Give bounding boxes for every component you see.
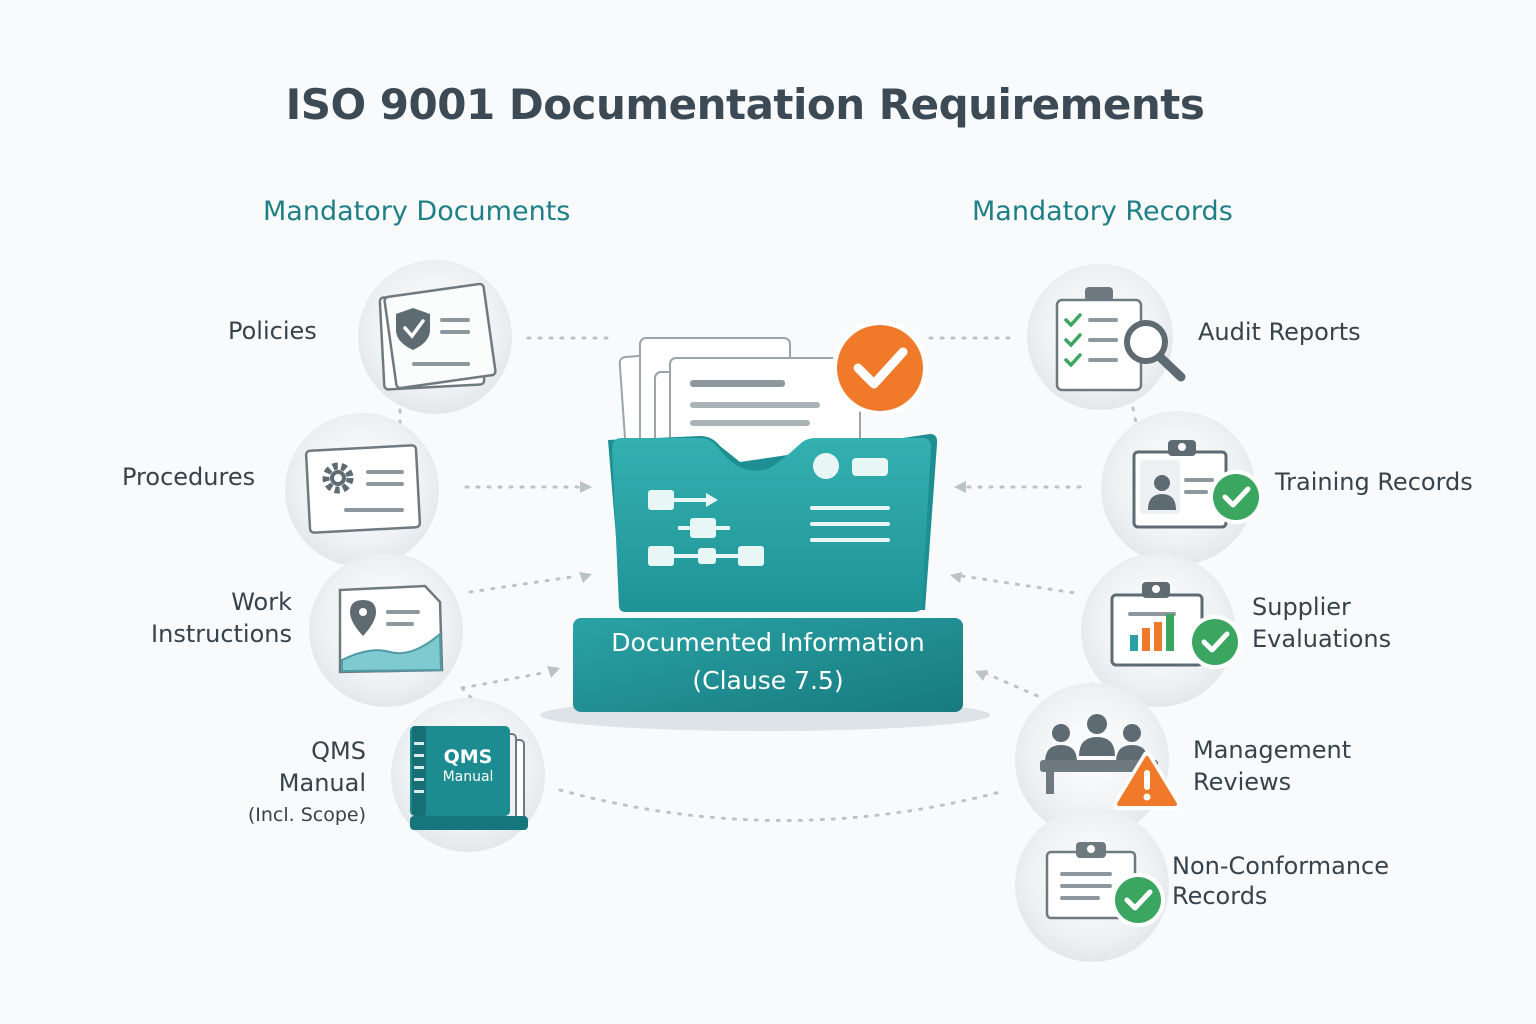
label-line: QMS [311,737,366,765]
label-audit-reports: Audit Reports [1198,316,1361,348]
meeting-warning-icon [1015,683,1182,837]
label-non-conformance-records: Non-Conformance Records [1172,851,1389,911]
label-line: Procedures [122,463,256,491]
label-line: Records [1172,882,1268,910]
checklist-magnifier-icon [1027,264,1186,410]
label-line: Non-Conformance [1172,852,1389,880]
label-line: Instructions [151,620,292,649]
connector-arrowheads [547,481,988,681]
label-line: Manual [278,769,366,797]
label-policies: Policies [228,315,317,347]
label-line: Management [1193,736,1352,764]
label-management-reviews: Management Reviews [1193,734,1351,799]
bar-chart-clipboard-icon [1081,553,1242,707]
manual-binder-icon [391,698,545,852]
label-procedures: Procedures [122,461,255,493]
shield-document-icon [358,260,512,414]
label-training-records: Training Records [1275,466,1473,498]
label-qms-manual: QMS Manual (Incl. Scope) [180,735,366,831]
label-line: Audit Reports [1198,318,1361,346]
page-title: ISO 9001 Documentation Requirements [285,80,1205,129]
label-line: Reviews [1193,768,1292,797]
center-plaque-text: Documented Information (Clause 7.5) [573,624,963,700]
section-heading-records: Mandatory Records [972,196,1233,227]
label-line: Work [231,588,292,616]
label-line: Policies [228,317,317,345]
label-line: Supplier [1252,593,1351,621]
section-heading-documents: Mandatory Documents [263,196,571,227]
map-document-icon [309,553,463,707]
label-supplier-evaluations: Supplier Evaluations [1252,591,1391,656]
center-line1: Documented Information [611,628,925,657]
center-line2: (Clause 7.5) [692,666,844,695]
person-clipboard-icon [1101,411,1263,565]
manual-badge-line2: Manual [442,769,494,785]
central-folder-icon [540,320,990,731]
manual-badge-line1: QMS [443,746,493,768]
clipboard-check-icon [1015,808,1169,962]
label-work-instructions: Work Instructions [100,586,292,651]
label-line: Evaluations [1252,625,1392,654]
label-line: Training Records [1275,468,1473,496]
label-line: (Incl. Scope) [247,804,366,826]
manual-badge-text: QMS Manual [426,746,510,786]
gear-document-icon [285,413,439,567]
